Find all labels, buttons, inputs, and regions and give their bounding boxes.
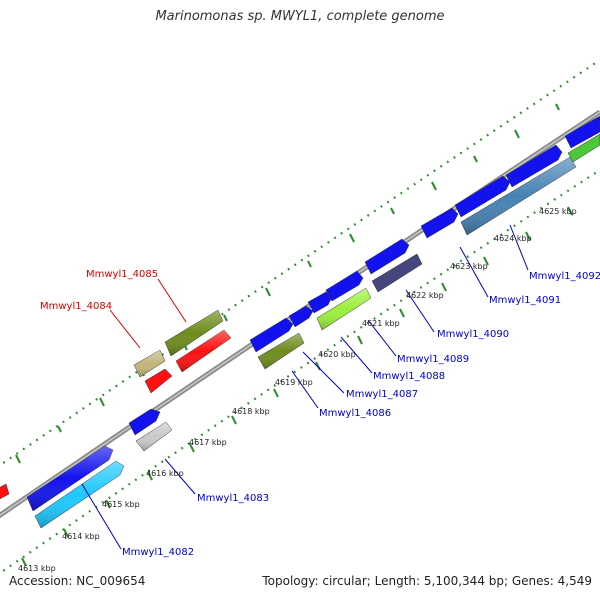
- gene-arrow[interactable]: [564, 115, 600, 149]
- gene-label-mmwyl1-4086[interactable]: Mmwyl1_4086: [319, 408, 391, 419]
- inner-dotted-ring: [0, 169, 600, 575]
- outer-dotted-ring: [0, 59, 600, 467]
- gene-label-mmwyl1-4091[interactable]: Mmwyl1_4091: [489, 295, 561, 306]
- tick-label: 4614 kbp: [62, 532, 100, 541]
- gene-label-mmwyl1-4088[interactable]: Mmwyl1_4088: [373, 371, 445, 382]
- gene-label-mmwyl1-4085[interactable]: Mmwyl1_4085: [86, 269, 158, 280]
- gene-arrow[interactable]: [371, 253, 423, 293]
- accession-text: Accession: NC_009654: [9, 574, 146, 588]
- gene-arrow[interactable]: [567, 133, 600, 163]
- gene-arrow[interactable]: [307, 291, 333, 314]
- gene-arrow[interactable]: [128, 408, 161, 436]
- gene-arrow[interactable]: [364, 238, 410, 275]
- map-title: Marinomonas sp. MWYL1, complete genome: [155, 9, 445, 24]
- outer-tick-marks: [15, 103, 560, 464]
- tick-labels: 4613 kbp 4614 kbp 4615 kbp 4616 kbp 4617…: [18, 207, 577, 573]
- gene-label-mmwyl1-4090[interactable]: Mmwyl1_4090: [437, 329, 509, 340]
- gene-labels: Mmwyl1_4082 Mmwyl1_4083 Mmwyl1_4084 Mmwy…: [40, 269, 600, 558]
- gene-label-mmwyl1-4084[interactable]: Mmwyl1_4084: [40, 301, 112, 312]
- gene-label-mmwyl1-4092[interactable]: Mmwyl1_4092: [529, 271, 600, 282]
- tick-label: 4618 kbp: [232, 407, 270, 416]
- gene-arrow[interactable]: [325, 270, 364, 302]
- gene-arrow[interactable]: [144, 368, 173, 394]
- tick-label: 4625 kbp: [539, 207, 577, 216]
- tick-label: 4622 kbp: [406, 291, 444, 300]
- gene-arrow[interactable]: [288, 305, 314, 328]
- tick-label: 4621 kbp: [362, 319, 400, 328]
- gene-arrow[interactable]: [420, 207, 459, 239]
- gene-features: [0, 115, 600, 529]
- gene-label-mmwyl1-4089[interactable]: Mmwyl1_4089: [397, 354, 469, 365]
- tick-label: 4617 kbp: [189, 438, 227, 447]
- gene-label-mmwyl1-4083[interactable]: Mmwyl1_4083: [197, 493, 269, 504]
- tick-label: 4623 kbp: [450, 262, 488, 271]
- gene-arrow[interactable]: [0, 483, 10, 500]
- label-leader-lines: [81, 224, 529, 550]
- gene-arrow[interactable]: [249, 317, 294, 353]
- gene-arrow[interactable]: [505, 144, 563, 188]
- gene-label-mmwyl1-4082[interactable]: Mmwyl1_4082: [122, 547, 194, 558]
- tick-label: 4624 kbp: [494, 234, 532, 243]
- gene-label-mmwyl1-4087[interactable]: Mmwyl1_4087: [346, 389, 418, 400]
- tick-label: 4615 kbp: [102, 500, 140, 509]
- tick-label: 4616 kbp: [146, 469, 184, 478]
- tick-label: 4613 kbp: [18, 564, 56, 573]
- gene-arrow[interactable]: [454, 175, 511, 218]
- tick-label: 4620 kbp: [318, 350, 356, 359]
- topology-summary-text: Topology: circular; Length: 5,100,344 bp…: [262, 574, 592, 588]
- tick-label: 4619 kbp: [275, 378, 313, 387]
